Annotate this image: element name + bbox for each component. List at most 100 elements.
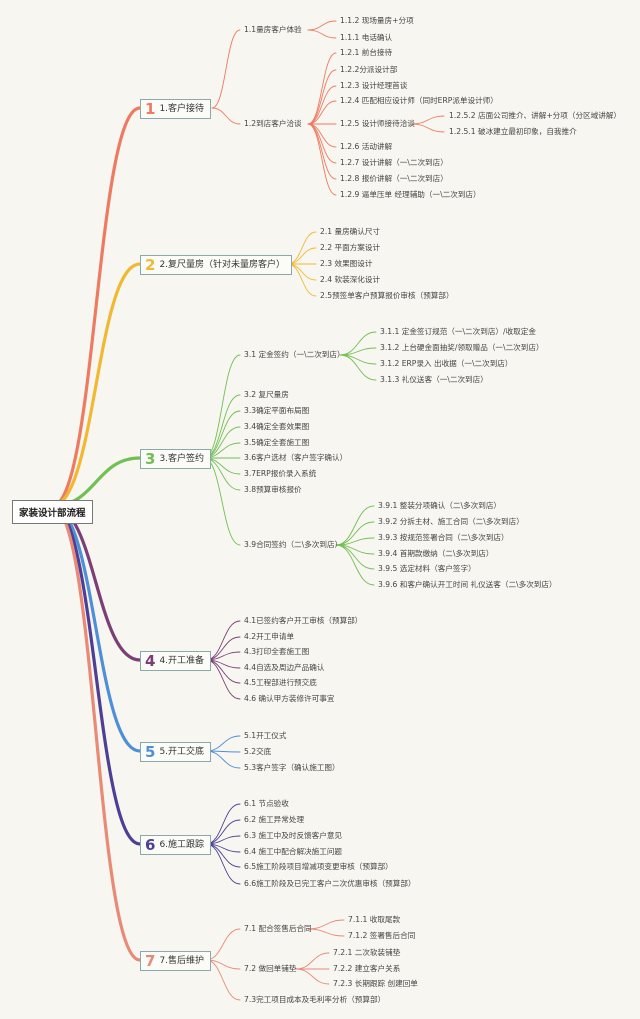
connector-b1-1-1: [307, 20, 337, 31]
node-5-2[interactable]: 5.2交底: [244, 747, 272, 756]
node-4-6[interactable]: 4.6 确认甲方装修许可事宜: [244, 694, 335, 703]
node-3-9-1[interactable]: 3.9.1 整装分项确认（二\多次到店）: [378, 501, 502, 510]
node-3-1-3[interactable]: 3.1.3 礼仪送客（一\二次到店）: [380, 375, 488, 384]
node-3-9-5[interactable]: 3.9.5 选定材料（客户签字）: [378, 564, 476, 573]
node-6-6[interactable]: 6.6施工阶段及已完工客户二次优惠审核（预算部）: [244, 879, 416, 888]
branch-7-number: 7: [145, 952, 156, 970]
connector-b1-2-5-2: [411, 123, 445, 133]
connector-b5-1: [205, 735, 241, 752]
node-7-2-1[interactable]: 7.2.1 二次软装铺垫: [333, 948, 401, 957]
connector-b6-1: [205, 803, 241, 845]
node-2-5[interactable]: 2.5预签单客户预算报价审核（预算部）: [320, 291, 454, 300]
connector-b1-2-2: [307, 69, 337, 125]
node-6-3[interactable]: 6.3 施工中及时反馈客户意见: [244, 831, 343, 840]
root-node[interactable]: 家装设计部流程: [12, 500, 93, 524]
connector-b1-2: [211, 107, 241, 125]
node-3-9-6[interactable]: 3.9.6 和客户确认开工时间 礼仪送客（二\多次到店）: [378, 580, 557, 589]
node-7-1-1[interactable]: 7.1.1 收取尾款: [348, 915, 401, 924]
connector-root-branch-7: [50, 504, 142, 962]
node-1-2-5-1[interactable]: 1.2.5.1 破冰建立最初印象，自我推介: [449, 127, 577, 136]
node-6-2[interactable]: 6.2 施工异常处理: [244, 815, 305, 824]
node-2-1[interactable]: 2.1 量房确认尺寸: [320, 227, 381, 236]
node-3-9-4[interactable]: 3.9.4 首期款缴纳（二\多次到店）: [378, 549, 494, 558]
node-3-2[interactable]: 3.2 复尺量房: [244, 390, 289, 399]
connector-b4-6: [205, 659, 241, 700]
branch-2-label: 2.复尺量房（针对未量房客户）: [159, 260, 286, 270]
node-1-2-2[interactable]: 1.2.2分派设计部: [340, 65, 398, 74]
connector-b3-9-2: [335, 521, 375, 546]
node-7-2[interactable]: 7.2 做回单铺垫: [244, 964, 297, 973]
node-6-4[interactable]: 6.4 施工中配合解决施工问题: [244, 847, 343, 856]
connector-b1-2-9: [307, 123, 337, 196]
connector-root-branch-5: [50, 504, 142, 753]
node-3-1[interactable]: 3.1 定金签约（一\二次到店）: [244, 350, 345, 359]
node-1-2-4[interactable]: 1.2.4 匹配相应设计师（同时ERP派单设计师）: [340, 96, 498, 105]
branch-5-label: 5.开工交底: [159, 747, 205, 757]
connector-b1-2-8: [307, 123, 337, 180]
node-1-2-8[interactable]: 1.2.8 报价讲解（一\二次到店）: [340, 174, 448, 183]
connector-b1-2-5-1: [411, 115, 445, 125]
node-6-1[interactable]: 6.1 节点验收: [244, 799, 289, 808]
node-7-3[interactable]: 7.3完工项目成本及毛利率分析（预算部）: [244, 995, 386, 1004]
branch-7-label: 7.售后维护: [159, 956, 205, 966]
node-7-1[interactable]: 7.1 配合签售后合同: [244, 924, 312, 933]
node-3-5[interactable]: 3.5确定全套施工图: [244, 438, 310, 447]
connector-b7-1-2: [307, 928, 345, 937]
node-7-2-2[interactable]: 7.2.2 建立客户关系: [333, 964, 401, 973]
node-5-3[interactable]: 5.3客户签字（确认施工图）: [244, 763, 340, 772]
node-3-1-1[interactable]: 3.1.1 定金签订规范（一\二次到店）/收取定金: [380, 327, 536, 336]
node-4-5[interactable]: 4.5工程部进行预交底: [244, 678, 317, 687]
node-1-2-7[interactable]: 1.2.7 设计讲解（一\二次到店）: [340, 158, 448, 167]
branch-6-label: 6.施工跟踪: [159, 840, 205, 850]
connector-b1-2-7: [307, 123, 337, 164]
node-2-3[interactable]: 2.3 效果图设计: [320, 259, 373, 268]
node-3-8[interactable]: 3.8预算审核报价: [244, 485, 302, 494]
node-3-1-2b[interactable]: 3.1.2 ERP录入 出收据（一\二次到店）: [380, 359, 513, 368]
connector-b3-1-4: [339, 354, 377, 381]
connector-b7-2-3: [295, 968, 330, 985]
node-4-4[interactable]: 4.4自选及周边产品确认: [244, 663, 325, 672]
branch-4-label: 4.开工准备: [159, 656, 205, 666]
node-1-2-1[interactable]: 1.2.1 前台接待: [340, 48, 393, 57]
node-3-9[interactable]: 3.9合同签约（二\多次到店）: [244, 540, 343, 549]
node-3-7[interactable]: 3.7ERP报价录入系统: [244, 469, 317, 478]
node-6-5[interactable]: 6.5施工阶段项目增减项变更审核（预算部）: [244, 862, 393, 871]
node-3-6[interactable]: 3.6客户选材（客户签字确认）: [244, 453, 348, 462]
node-1-2-9[interactable]: 1.2.9 逼单压单 经理辅助（一\二次到店）: [340, 190, 481, 199]
node-1-1-2[interactable]: 1.1.2 现场量房+分项: [340, 16, 414, 25]
node-1-1-1[interactable]: 1.1.1 电话确认: [340, 33, 393, 42]
node-3-4[interactable]: 3.4确定全套效果图: [244, 422, 310, 431]
node-7-2-3[interactable]: 7.2.3 长期跟踪 创建回单: [333, 979, 418, 988]
node-2-4[interactable]: 2.4 软装深化设计: [320, 275, 381, 284]
node-2-2[interactable]: 2.2 平面方案设计: [320, 243, 381, 252]
node-3-3[interactable]: 3.3确定平面布局图: [244, 406, 310, 415]
node-4-3[interactable]: 4.3打印全套施工图: [244, 647, 310, 656]
node-4-2[interactable]: 4.2开工申请单: [244, 632, 295, 641]
connector-b3-1-1: [339, 331, 377, 356]
node-1-2-6[interactable]: 1.2.6 活动讲解: [340, 142, 393, 151]
node-4-1[interactable]: 4.1已签约客户开工审核（预算部）: [244, 616, 363, 625]
connector-b4-1: [205, 620, 241, 661]
node-1-2-5-2[interactable]: 1.2.5.2 店面公司推介、讲解+分项（分区域讲解）: [449, 111, 622, 120]
node-7-1-2[interactable]: 7.1.2 签署售后合同: [348, 931, 416, 940]
node-1-2-3[interactable]: 1.2.3 设计经理首谈: [340, 81, 408, 90]
connector-b3-9: [203, 457, 241, 546]
node-1-2[interactable]: 1.2到店客户洽谈: [244, 119, 302, 128]
node-3-9-2[interactable]: 3.9.2 分拆主材、施工合同（二\多次到店）: [378, 517, 524, 526]
node-3-1-2[interactable]: 3.1.2 上台硬金面抽奖/领取赠品（一\二次到店）: [380, 343, 544, 352]
node-5-1[interactable]: 5.1开工仪式: [244, 731, 287, 740]
connector-b2-4: [287, 263, 317, 281]
connector-b3-9-6: [335, 544, 375, 586]
branch-3-label: 3.客户签约: [159, 454, 205, 464]
branch-1-number: 1: [145, 100, 156, 118]
node-1-1[interactable]: 1.1量房客户体验: [244, 25, 302, 34]
node-1-2-5[interactable]: 1.2.5 设计师接待洽谈: [340, 119, 415, 128]
node-3-9-3[interactable]: 3.9.3 按规范签署合同（二\多次到店）: [378, 533, 509, 542]
